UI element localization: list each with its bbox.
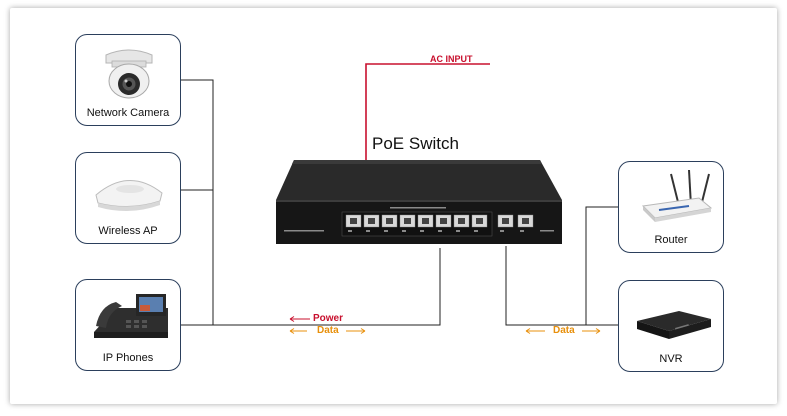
ac-input-label: AC INPUT — [430, 54, 473, 64]
device-label: NVR — [659, 353, 683, 365]
switch-left-link-line — [181, 248, 441, 326]
data-arrow-left — [289, 328, 366, 334]
device-card-nvr: NVR — [618, 280, 724, 372]
device-label: Router — [654, 234, 688, 246]
device-card-network-camera: Network Camera — [75, 34, 181, 126]
device-card-router: Router — [618, 161, 724, 253]
power-arrow — [289, 316, 310, 322]
data-arrow-right — [525, 328, 601, 334]
ac-input-line — [365, 63, 490, 160]
ip-phone-icon — [94, 294, 168, 338]
device-label: Network Camera — [86, 107, 170, 119]
router-icon — [641, 169, 713, 222]
nvr-icon — [637, 311, 711, 339]
device-label: IP Phones — [102, 352, 154, 364]
data-label-right: Data — [553, 325, 575, 336]
device-label: Wireless AP — [98, 225, 158, 237]
dome-camera-icon — [105, 49, 153, 99]
power-label: Power — [313, 313, 344, 324]
router-link-line — [585, 206, 618, 325]
device-card-wireless-ap: Wireless AP — [75, 152, 181, 244]
poe-switch-icon — [276, 160, 562, 244]
device-card-ip-phones: IP Phones — [75, 279, 181, 371]
switch-right-link-line — [505, 246, 618, 326]
left-trunk-line — [181, 79, 214, 325]
access-point-icon — [95, 180, 163, 212]
switch-label: PoE Switch — [372, 134, 459, 153]
data-label-left: Data — [317, 325, 339, 336]
